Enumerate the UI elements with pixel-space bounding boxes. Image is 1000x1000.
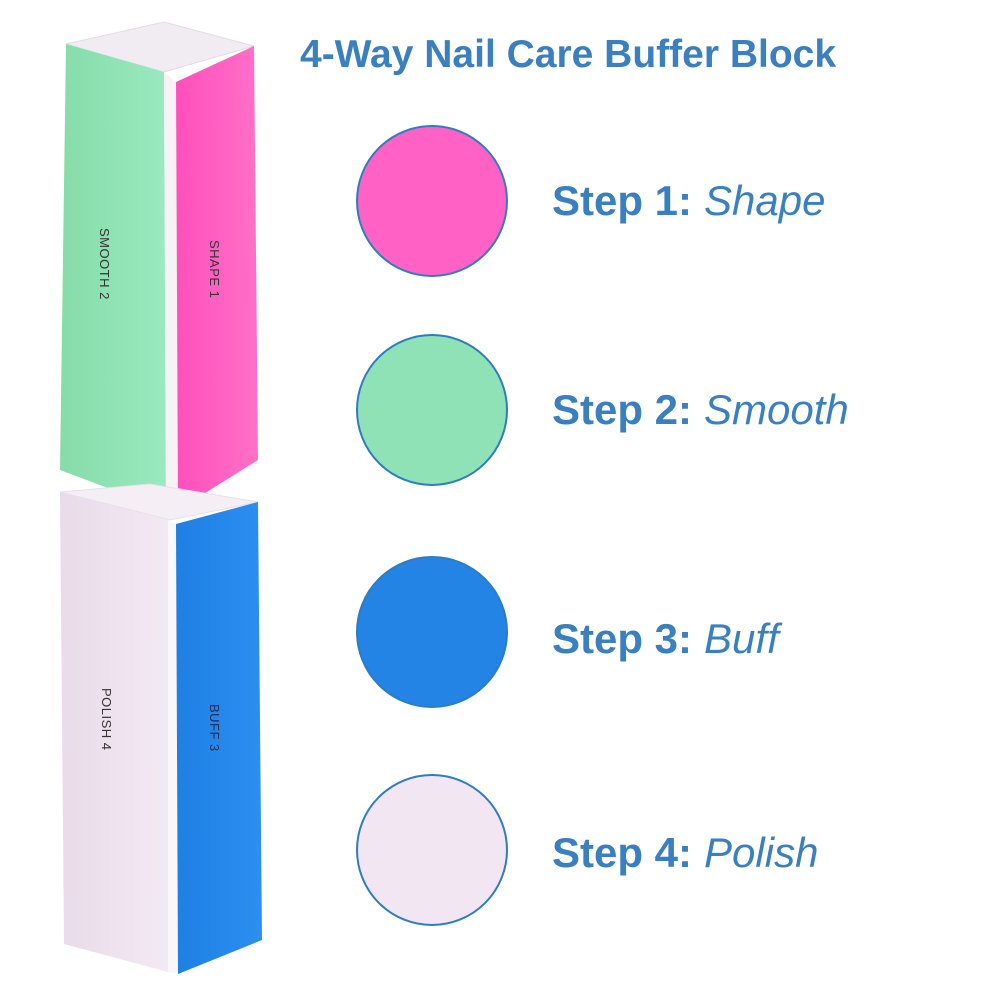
step-1-number: Step 1: <box>552 177 693 224</box>
buffer-blocks-illustration: SMOOTH 2 SHAPE 1 POLISH 4 BUFF 3 <box>59 21 262 974</box>
shape-face <box>176 46 258 510</box>
block-label-polish: POLISH 4 <box>99 688 114 751</box>
buff-face <box>176 502 262 974</box>
block-label-smooth: SMOOTH 2 <box>97 228 112 300</box>
step-2-name: Smooth <box>704 386 849 433</box>
step-4-label: Step 4:Polish <box>552 828 818 878</box>
step-3-name: Buff <box>704 615 779 662</box>
step-3-number: Step 3: <box>552 615 693 662</box>
swatch-polish-lavender <box>356 774 508 926</box>
step-2-label: Step 2:Smooth <box>552 385 849 435</box>
lower-block-edge <box>168 520 178 974</box>
lower-buffer-block: POLISH 4 BUFF 3 <box>59 483 262 974</box>
swatch-shape-pink <box>356 125 508 277</box>
step-4-name: Polish <box>704 829 819 876</box>
step-4-number: Step 4: <box>552 829 693 876</box>
block-label-shape: SHAPE 1 <box>207 240 222 298</box>
step-3-label: Step 3:Buff <box>552 614 779 664</box>
upper-block-edge <box>164 72 178 510</box>
step-1-name: Shape <box>704 177 826 224</box>
block-label-buff: BUFF 3 <box>207 704 222 752</box>
polish-face <box>60 492 168 972</box>
upper-buffer-block: SMOOTH 2 SHAPE 1 <box>60 21 258 510</box>
smooth-face <box>60 44 166 510</box>
swatch-buff-blue <box>356 556 508 708</box>
step-1-label: Step 1:Shape <box>552 176 825 226</box>
step-2-number: Step 2: <box>552 386 693 433</box>
swatch-smooth-green <box>356 334 508 486</box>
page-title: 4-Way Nail Care Buffer Block <box>300 33 837 76</box>
